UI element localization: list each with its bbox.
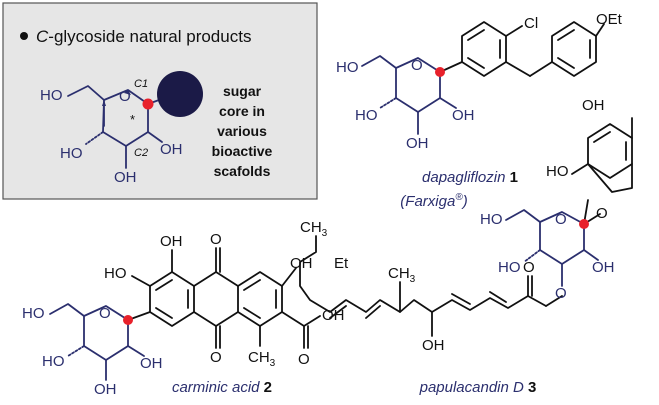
- ring-oxygen-label: O: [411, 57, 423, 74]
- carbonyl-oxygen-label: O: [210, 349, 222, 366]
- compound-3-caption: papulacandin D 3: [419, 379, 537, 396]
- c2-label: C2: [134, 147, 148, 159]
- inset-heading: C-glycoside natural products: [36, 27, 251, 46]
- compound-2-caption: carminic acid 2: [172, 379, 272, 396]
- spiro-oxygen-label: O: [596, 205, 608, 222]
- c1-label: C1: [134, 78, 148, 90]
- oh-label: OH: [290, 255, 313, 272]
- oh-label: OH: [422, 337, 445, 354]
- oh-label: OH: [94, 381, 117, 398]
- ch3-label: CH3: [388, 265, 416, 285]
- ch3-label: CH3: [248, 349, 276, 369]
- ho-label: HO: [546, 163, 569, 180]
- compound-papulacandin-d: OH HO O O HO HO OH O O CH3 Et CH3 OH pap…: [299, 97, 633, 396]
- carbonyl-oxygen-label: O: [210, 231, 222, 248]
- ho-label: HO: [60, 145, 83, 162]
- cl-label: Cl: [524, 15, 538, 32]
- oh-label: OH: [592, 259, 615, 276]
- oet-label: OEt: [596, 11, 623, 28]
- oh-label: OH: [160, 141, 183, 158]
- inset-sugar: O C1 * C2 HO HO OH OH: [40, 71, 203, 186]
- anomeric-carbon-marker: [142, 98, 154, 110]
- anomeric-carbon-marker: [123, 315, 133, 325]
- ring-oxygen-label: O: [99, 305, 111, 322]
- ho-label: HO: [480, 211, 503, 228]
- compound-1-caption: dapagliflozin 1: [422, 169, 518, 186]
- ester-oxygen-label: O: [555, 285, 567, 302]
- ho-label: HO: [336, 59, 359, 76]
- ho-label: HO: [355, 107, 378, 124]
- et-label: Et: [334, 255, 349, 272]
- oh-label: OH: [140, 355, 163, 372]
- compound-dapagliflozin: Cl OEt O HO HO OH OH dapagliflozin 1 (Fa…: [336, 11, 623, 210]
- ho-label: HO: [42, 353, 65, 370]
- side-text-line: scafolds: [214, 163, 271, 179]
- ch3-label: CH3: [300, 219, 328, 239]
- ho-label: HO: [104, 265, 127, 282]
- oh-label: OH: [452, 107, 475, 124]
- ho-label: HO: [40, 87, 63, 104]
- ring-oxygen-label: O: [555, 211, 567, 228]
- compound-carminic-acid: OH O OH HO O OH O CH3 O HO HO OH OH carm…: [22, 231, 345, 398]
- bullet-icon: [20, 32, 28, 40]
- ring-oxygen-label: O: [119, 88, 131, 105]
- anomeric-carbon-marker: [579, 219, 589, 229]
- carbonyl-oxygen-label: O: [523, 259, 535, 276]
- scaffold-ball-icon: [157, 71, 203, 117]
- ho-label: HO: [22, 305, 45, 322]
- stereocenter-star: *: [130, 112, 135, 127]
- oh-label: OH: [160, 233, 183, 250]
- inset-panel: C-glycoside natural products O C1 * C2 H…: [2, 2, 318, 200]
- side-text-line: sugar: [223, 83, 262, 99]
- side-text-line: various: [217, 123, 267, 139]
- carbonyl-oxygen-label: O: [298, 351, 310, 368]
- oh-label: OH: [406, 135, 429, 152]
- oh-label: OH: [582, 97, 605, 114]
- compound-1-tradename: (Farxiga®): [400, 192, 467, 210]
- ho-label: HO: [498, 259, 521, 276]
- side-text-line: core in: [219, 103, 265, 119]
- oh-label: OH: [114, 169, 137, 186]
- anomeric-carbon-marker: [435, 67, 445, 77]
- inset-side-text: sugar core in various bioactive scafolds: [212, 83, 273, 179]
- side-text-line: bioactive: [212, 143, 273, 159]
